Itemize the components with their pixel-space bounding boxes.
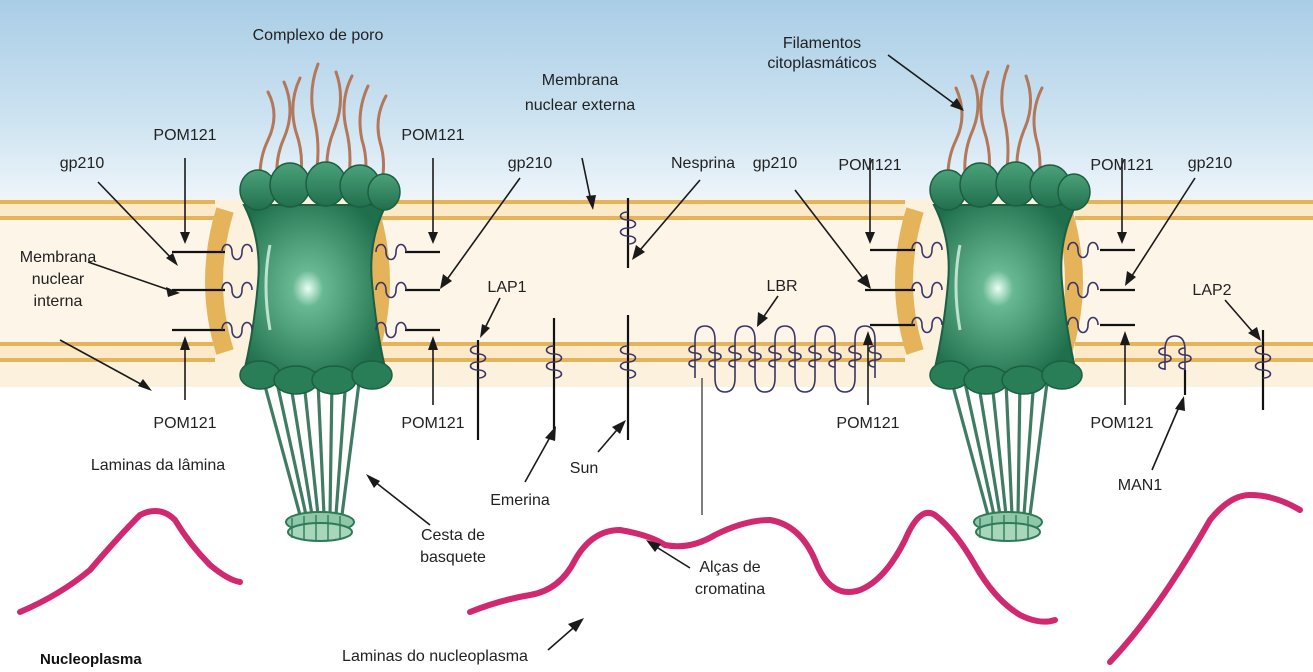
label-membrana-externa-2: nuclear externa: [525, 97, 635, 114]
label-pom121-7: POM121: [836, 415, 899, 432]
nuclear-basket-right: [950, 375, 1048, 541]
perinuclear-space: [0, 220, 1313, 342]
label-laminas-lamina: Laminas da lâmina: [91, 457, 225, 474]
chromatin-loops: [20, 495, 1300, 662]
label-membrana-interna-3: interna: [34, 293, 83, 310]
label-nesprina: Nesprina: [671, 155, 735, 172]
label-gp210-4: gp210: [1188, 155, 1233, 172]
nuclear-envelope: [0, 199, 1313, 387]
label-alcas-2: cromatina: [695, 581, 765, 598]
label-man1: MAN1: [1118, 477, 1163, 494]
label-laminas-nucleoplasma: Laminas do nucleoplasma: [342, 648, 528, 665]
label-pom121-2: POM121: [401, 127, 464, 144]
label-pom121-3: POM121: [838, 157, 901, 174]
label-membrana-externa-1: Membrana: [542, 72, 619, 89]
label-cesta-2: basquete: [420, 549, 486, 566]
label-alcas-1: Alças de: [699, 559, 760, 576]
label-gp210-1: gp210: [60, 155, 105, 172]
label-gp210-3: gp210: [753, 155, 798, 172]
label-complexo-poro: Complexo de poro: [253, 27, 384, 44]
label-emerina: Emerina: [490, 492, 550, 509]
label-nucleoplasma: Nucleoplasma: [40, 651, 142, 668]
label-gp210-2: gp210: [508, 155, 553, 172]
label-cesta-1: Cesta de: [421, 527, 485, 544]
label-pom121-4: POM121: [1090, 157, 1153, 174]
label-pom121-5: POM121: [153, 415, 216, 432]
label-membrana-interna-1: Membrana: [20, 249, 97, 266]
label-pom121-8: POM121: [1090, 415, 1153, 432]
label-filamentos-2: citoplasmáticos: [767, 55, 876, 72]
label-lbr: LBR: [766, 278, 797, 295]
label-lap2: LAP2: [1192, 282, 1231, 299]
label-lap1: LAP1: [487, 279, 526, 296]
label-pom121-1: POM121: [153, 127, 216, 144]
label-filamentos-1: Filamentos: [783, 35, 861, 52]
nuclear-basket-left: [262, 375, 360, 541]
label-sun: Sun: [570, 460, 598, 477]
label-membrana-interna-2: nuclear: [32, 271, 85, 288]
label-pom121-6: POM121: [401, 415, 464, 432]
